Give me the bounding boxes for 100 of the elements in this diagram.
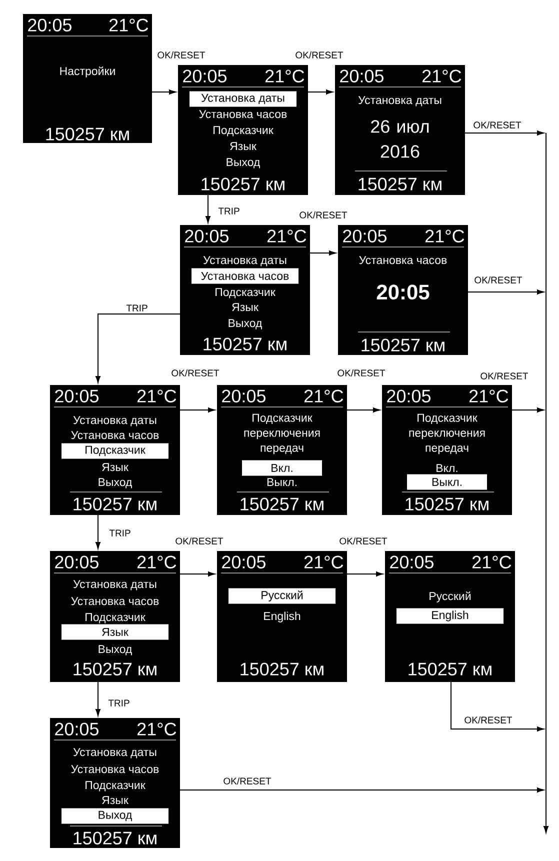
temperature-readout: 21°C	[138, 556, 176, 568]
time-readout: 20:05	[55, 722, 98, 736]
menu-item: Подсказчик	[214, 126, 274, 136]
display-screen	[335, 64, 465, 195]
selected-menu-item: Выход	[62, 808, 168, 824]
menu-item: Русский	[430, 591, 471, 602]
edge-label: OK/RESET	[296, 51, 344, 58]
menu-item: Язык	[232, 303, 258, 312]
arrow	[450, 682, 544, 732]
menu-item: Установка часов	[71, 597, 159, 606]
menu-item: Выход	[228, 319, 262, 330]
screen-title: Настройки	[60, 66, 115, 78]
time-readout: 20:05	[55, 390, 98, 402]
temperature-readout: 21°C	[266, 70, 304, 82]
arrow	[96, 314, 180, 383]
edge-label: OK/RESET	[176, 537, 224, 544]
menu-item: Подсказчик	[216, 288, 276, 298]
arrow	[544, 790, 548, 833]
temperature-readout: 21°C	[422, 70, 462, 82]
time-readout: 20:05	[390, 556, 434, 568]
time-readout: 20:05	[28, 18, 72, 32]
screen-heading: Установка часов	[359, 256, 447, 264]
temperature-readout: 21°C	[470, 390, 508, 402]
arrow	[96, 682, 100, 716]
temperature-readout: 21°C	[304, 390, 344, 402]
display-screen	[338, 225, 468, 355]
odometer-readout: 150257 км	[204, 338, 286, 350]
odometer-readout: 150257 км	[240, 498, 324, 510]
arrow	[180, 788, 544, 792]
display-screen	[385, 551, 515, 682]
temperature-readout: 21°C	[138, 722, 176, 736]
edge-label: OK/RESET	[158, 51, 206, 58]
edge-label: OK/RESET	[338, 369, 386, 376]
temperature-readout: 21°C	[426, 230, 464, 242]
arrow	[152, 90, 176, 94]
arrow	[468, 290, 544, 294]
display-screen	[180, 225, 310, 355]
display-screen	[217, 385, 347, 515]
screen-heading: Подсказчик переключения передач	[244, 414, 320, 454]
display-screen	[382, 385, 512, 515]
time-readout: 20:05	[55, 556, 98, 568]
menu-item: Язык	[102, 796, 128, 804]
menu-item: Вкл.	[436, 464, 458, 472]
time-readout: 20:05	[222, 556, 266, 568]
arrow	[346, 572, 383, 576]
time-readout: 20:05	[222, 390, 266, 402]
temperature-readout: 21°C	[268, 230, 306, 242]
time-readout: 20:05	[343, 230, 386, 242]
menu-item: Установка часов	[71, 765, 159, 774]
edge-label: OK/RESET	[300, 211, 348, 218]
odometer-readout: 150257 км	[202, 178, 284, 190]
menu-item: Язык	[102, 463, 128, 472]
menu-item: Выход	[98, 478, 132, 488]
display-screen	[217, 551, 347, 682]
arrow	[512, 408, 544, 412]
odometer-readout: 150257 км	[74, 498, 156, 510]
edge-label: OK/RESET	[474, 276, 522, 284]
odometer-readout: 150257 км	[358, 178, 442, 190]
edge-label: OK/RESET	[474, 121, 522, 128]
edge-label: OK/RESET	[172, 369, 220, 376]
edge-label: TRIP	[126, 304, 148, 312]
display-screen	[23, 14, 152, 143]
selected-menu-item: Выкл.	[407, 474, 487, 490]
date-value: 26 июл 2016	[371, 120, 429, 158]
screen-heading: Подсказчик переключения передач	[409, 414, 485, 454]
temperature-readout: 21°C	[110, 18, 148, 32]
display-screen	[50, 551, 180, 682]
display-screen	[50, 718, 180, 848]
arrow	[310, 250, 336, 256]
selected-menu-item: Язык	[62, 624, 168, 640]
arrow	[180, 572, 215, 576]
odometer-readout: 150257 км	[362, 338, 444, 352]
time-readout: 20:05	[183, 70, 226, 82]
odometer-readout: 150257 км	[406, 498, 488, 510]
menu-item: Подсказчик	[86, 613, 146, 624]
odometer-readout: 150257 км	[46, 128, 129, 140]
menu-item: Установка часов	[71, 431, 159, 440]
menu-item: Подсказчик	[86, 781, 146, 792]
odometer-readout: 150257 км	[74, 662, 156, 676]
edge-label: OK/RESET	[340, 537, 388, 544]
menu-item: Выкл.	[267, 478, 296, 486]
arrow	[180, 408, 215, 412]
edge-label: TRIP	[218, 208, 240, 214]
selected-menu-item: Установка часов	[192, 268, 298, 284]
menu-item: Установка даты	[203, 256, 286, 266]
edge-label: OK/RESET	[224, 777, 272, 784]
edge-label: OK/RESET	[480, 372, 528, 380]
selected-menu-item: Установка даты	[190, 91, 296, 107]
menu-item: Язык	[230, 142, 256, 150]
arrow	[346, 408, 380, 412]
menu-item: Установка даты	[73, 748, 156, 758]
time-readout: 20:05	[340, 70, 384, 82]
arrow	[96, 514, 100, 549]
odometer-readout: 150257 км	[74, 832, 156, 844]
time-readout: 20:05	[185, 230, 228, 242]
arrow	[308, 90, 333, 94]
display-screen	[50, 385, 180, 515]
selected-menu-item: English	[396, 608, 504, 624]
odometer-readout: 150257 км	[408, 662, 492, 676]
temperature-readout: 21°C	[138, 390, 176, 402]
